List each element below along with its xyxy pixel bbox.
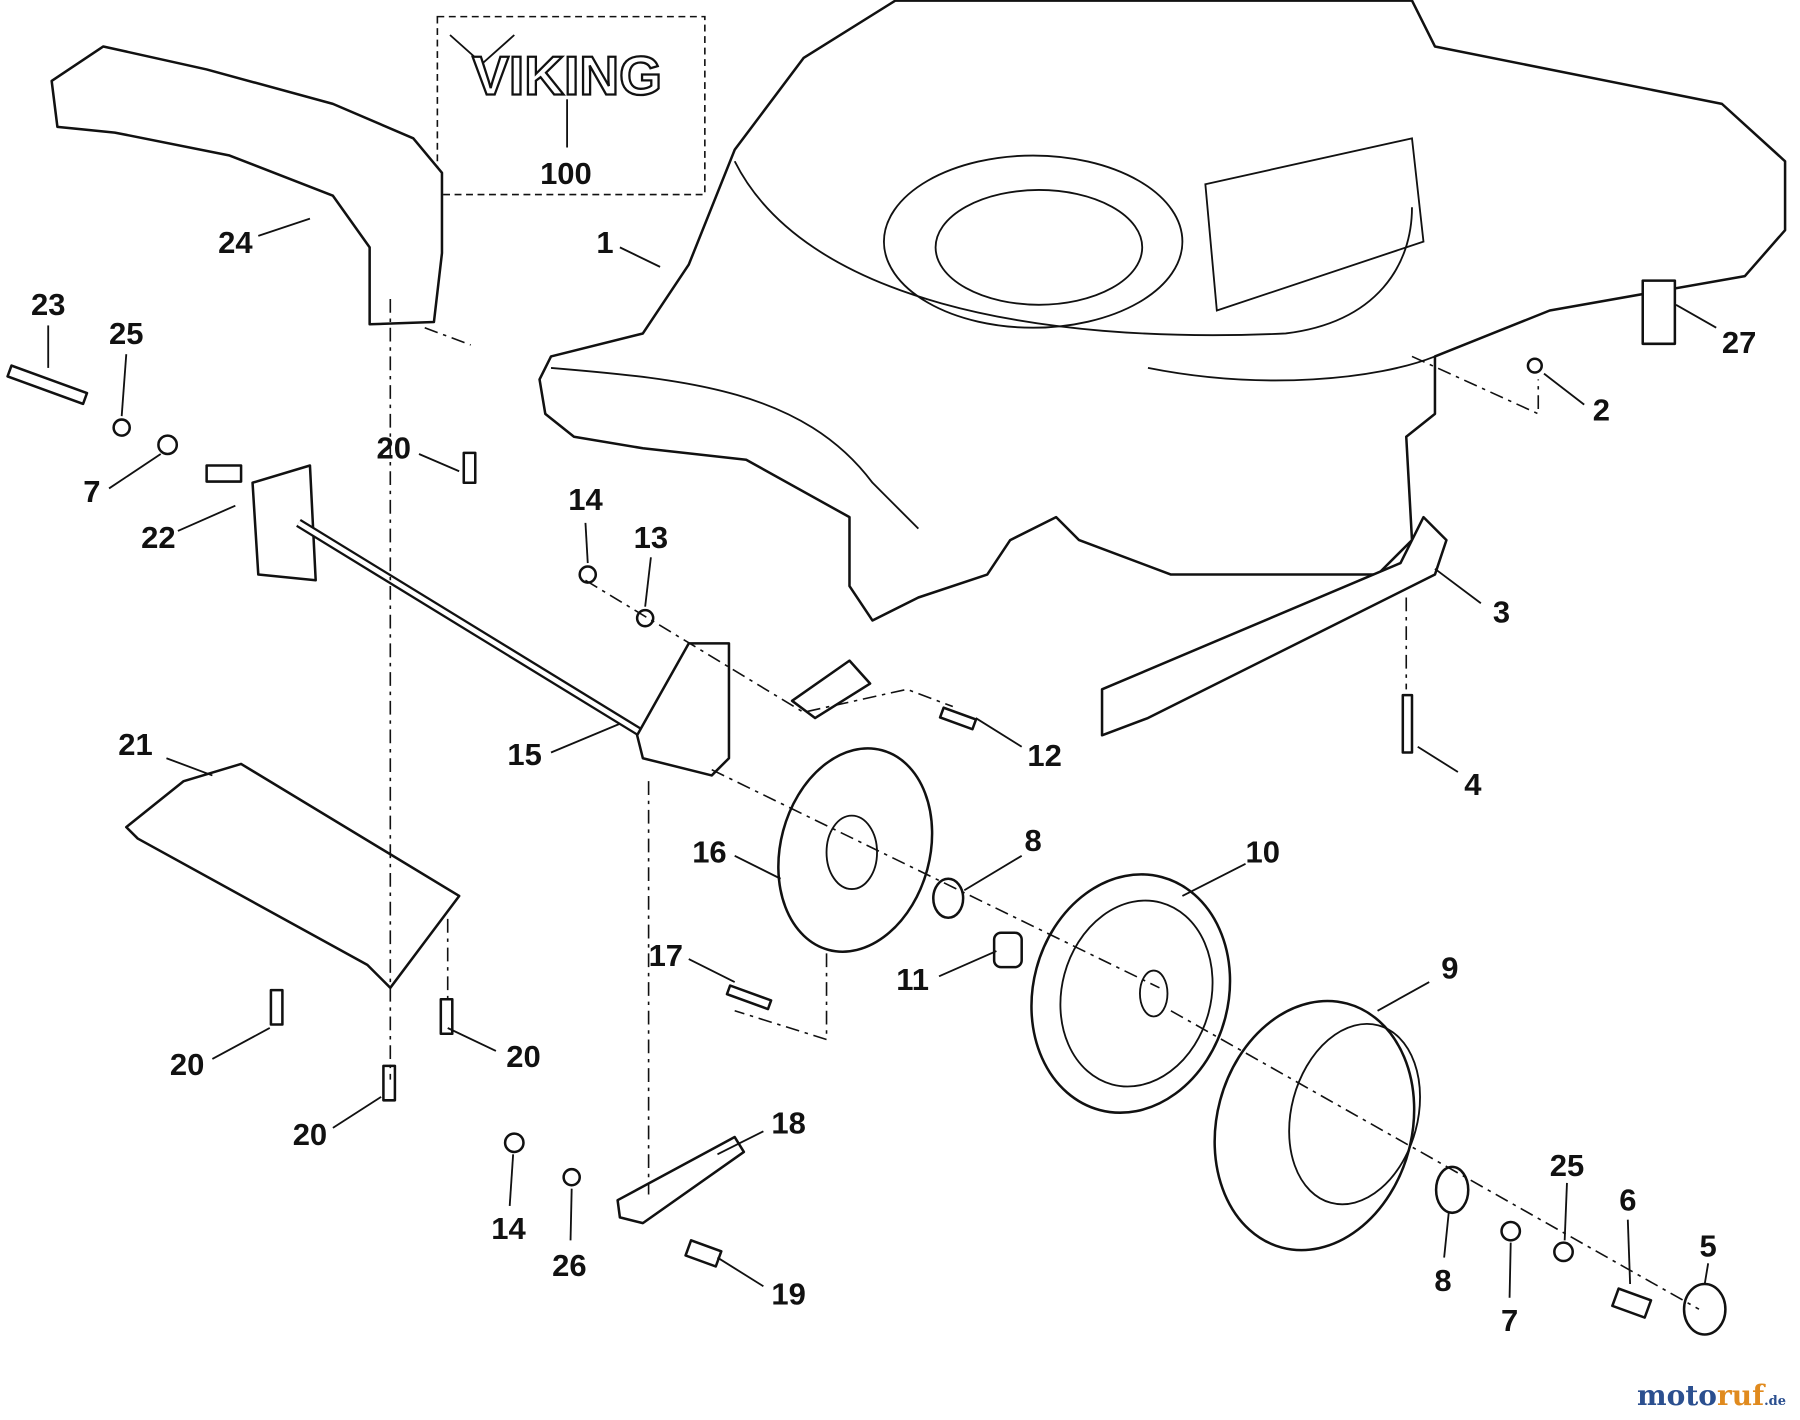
callout-19: 19: [771, 1277, 805, 1312]
part-9-tyre: [1213, 999, 1421, 1252]
callout-11: 11: [896, 962, 929, 997]
callout-13: 13: [634, 520, 668, 555]
small-parts: [6, 357, 1727, 1336]
callout-100: 100: [540, 156, 592, 191]
watermark-suffix: .de: [1764, 1394, 1786, 1409]
callout-27: 27: [1722, 325, 1756, 360]
callout-25: 25: [1550, 1148, 1584, 1183]
callout-8: 8: [1434, 1263, 1451, 1298]
callout-8: 8: [1025, 823, 1042, 858]
part-21-plate: [125, 762, 461, 990]
watermark-moto: moto: [1637, 1379, 1717, 1412]
callout-14: 14: [568, 482, 603, 517]
part-24-handle: [50, 45, 444, 326]
watermark: motoruf.de: [1637, 1379, 1786, 1412]
callout-12: 12: [1027, 738, 1061, 773]
callout-10: 10: [1246, 835, 1280, 870]
callout-14: 14: [491, 1211, 526, 1246]
callout-26: 26: [552, 1248, 586, 1283]
callout-24: 24: [218, 225, 253, 260]
callout-17: 17: [649, 938, 683, 973]
callout-16: 16: [692, 835, 726, 870]
callout-20: 20: [506, 1039, 540, 1074]
callout-20: 20: [377, 431, 411, 466]
callout-6: 6: [1619, 1183, 1636, 1218]
watermark-ruf: ruf: [1716, 1379, 1765, 1412]
part-16-hubcap: [777, 747, 934, 953]
callout-2: 2: [1593, 393, 1610, 428]
part-27-label: [1641, 279, 1677, 346]
assembly-lines: [389, 299, 1700, 1310]
callout-4: 4: [1464, 767, 1482, 802]
callout-9: 9: [1441, 951, 1458, 986]
callout-25: 25: [109, 316, 143, 351]
callout-20: 20: [293, 1117, 327, 1152]
callout-5: 5: [1700, 1228, 1717, 1263]
viking-logo: VIKING: [436, 15, 706, 196]
part-15-axle: [251, 464, 731, 777]
callout-1: 1: [596, 225, 613, 260]
callout-7: 7: [1501, 1303, 1518, 1338]
callout-7: 7: [83, 474, 100, 509]
svg-text:VIKING: VIKING: [472, 45, 662, 107]
callout-labels: 100 24 1 23 25 27 2 20 7 22 14 13 3 21 1…: [31, 156, 1756, 1338]
leader-lines: [47, 217, 1717, 1298]
callout-21: 21: [118, 727, 152, 762]
callout-23: 23: [31, 287, 65, 322]
mower-deck: [538, 0, 1787, 622]
callout-15: 15: [507, 737, 541, 772]
callout-3: 3: [1493, 595, 1510, 630]
callout-18: 18: [771, 1106, 805, 1141]
part-10-wheel-rim: [1030, 873, 1232, 1114]
part-3-skirt: [1100, 515, 1448, 737]
callout-22: 22: [141, 520, 175, 555]
callout-20: 20: [170, 1047, 204, 1082]
